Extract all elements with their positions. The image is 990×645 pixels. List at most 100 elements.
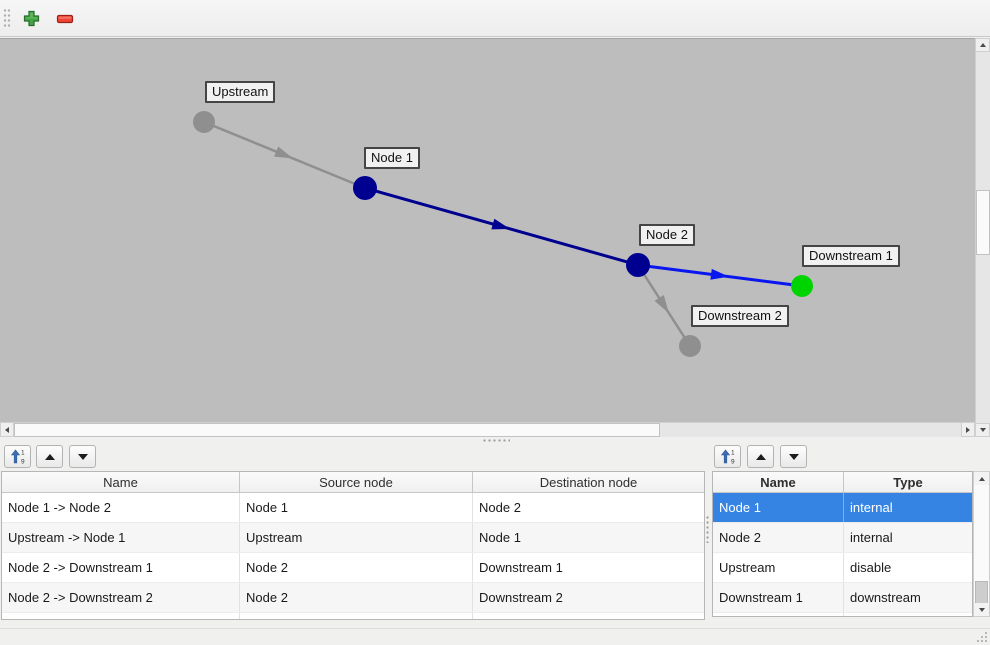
table-cell: downstream [850, 590, 921, 605]
table-row[interactable]: Upstream disable [713, 553, 972, 583]
table-row[interactable]: Downstream 1 downstream [713, 583, 972, 613]
graph-svg [193, 111, 813, 357]
plus-icon [23, 10, 39, 26]
nodes-move-up-button[interactable] [747, 445, 774, 468]
edge-arrowhead-icon [654, 294, 669, 314]
table-cell: Node 2 [713, 523, 844, 552]
splitter-grip-icon [706, 515, 709, 543]
sort-ascending-icon: 1 9 [720, 450, 735, 466]
table-cell: Node 2 -> Downstream 2 [2, 583, 240, 612]
column-header[interactable]: Name [2, 472, 240, 492]
edge-arrowhead-icon [491, 218, 511, 230]
graph-node[interactable] [353, 176, 377, 200]
empty-row [713, 613, 972, 616]
pane-splitter[interactable] [0, 437, 990, 443]
graph-node[interactable] [626, 253, 650, 277]
chevron-right-icon [966, 426, 970, 433]
scroll-left-button[interactable] [0, 422, 14, 437]
scroll-down-button[interactable] [974, 603, 989, 616]
node-label[interactable]: Downstream 1 [802, 245, 900, 267]
edge-arrowhead-icon [710, 268, 729, 280]
resize-grip[interactable] [976, 631, 987, 642]
svg-text:1: 1 [731, 450, 735, 457]
graph-edge[interactable] [637, 263, 803, 288]
table-cell: Node 2 [240, 583, 473, 612]
move-up-icon [44, 453, 55, 460]
column-header[interactable]: Source node [240, 472, 473, 492]
move-up-icon [755, 453, 766, 460]
table-cell: Node 1 [479, 530, 521, 545]
column-header[interactable]: Type [893, 474, 923, 490]
graph-node[interactable] [791, 275, 813, 297]
table-cell: Node 1 [240, 493, 473, 522]
empty-row [2, 613, 704, 619]
table-cell [473, 613, 704, 619]
toolbar-drag-handle[interactable] [3, 7, 11, 29]
table-cell: Node 1 -> Node 2 [2, 493, 240, 522]
remove-button[interactable] [52, 5, 78, 31]
splitter-grip-icon [482, 439, 510, 442]
scroll-up-button[interactable] [975, 38, 990, 52]
scroll-down-button[interactable] [975, 423, 990, 437]
column-header[interactable]: Name [713, 472, 844, 492]
node-label[interactable]: Node 2 [639, 224, 695, 246]
svg-text:1: 1 [21, 450, 25, 457]
main-toolbar [0, 0, 990, 37]
table-cell: Node 2 -> Downstream 1 [2, 553, 240, 582]
nodes-sort-button[interactable]: 1 9 [714, 445, 741, 468]
table-cell: Downstream 2 [479, 590, 563, 605]
table-cell [2, 613, 240, 619]
nodes-table-scrollbar[interactable] [973, 471, 990, 617]
move-down-icon [77, 453, 88, 460]
vertical-scrollbar-thumb[interactable] [976, 190, 990, 255]
graph-edge[interactable] [636, 264, 692, 347]
node-label[interactable]: Downstream 2 [691, 305, 789, 327]
add-button[interactable] [18, 5, 44, 31]
minus-icon [56, 14, 74, 23]
canvas-vertical-scrollbar[interactable] [975, 38, 990, 437]
chevron-up-icon [979, 43, 986, 47]
table-cell: Upstream [240, 523, 473, 552]
edges-move-up-button[interactable] [36, 445, 63, 468]
edges-move-down-button[interactable] [69, 445, 96, 468]
table-cell: internal [850, 530, 893, 545]
node-label[interactable]: Node 1 [364, 147, 420, 169]
status-bar [0, 628, 990, 645]
sort-ascending-icon: 1 9 [10, 450, 25, 465]
graph-edge[interactable] [364, 186, 639, 267]
horizontal-scrollbar-thumb[interactable] [14, 423, 660, 437]
graph-node[interactable] [679, 335, 701, 357]
edges-sort-button[interactable]: 1 9 [4, 445, 31, 468]
svg-text:9: 9 [731, 459, 735, 466]
nodes-move-down-button[interactable] [780, 445, 807, 468]
canvas-horizontal-scrollbar[interactable] [0, 422, 975, 437]
table-row[interactable]: Node 2 internal [713, 523, 972, 553]
table-cell: Node 1 [713, 493, 844, 522]
column-header[interactable]: Destination node [539, 474, 638, 490]
scroll-right-button[interactable] [961, 422, 975, 437]
table-cell: disable [850, 560, 892, 575]
graph-node[interactable] [193, 111, 215, 133]
move-down-icon [788, 453, 799, 460]
node-label[interactable]: Upstream [205, 81, 276, 103]
table-cell [844, 613, 972, 616]
graph-edge[interactable] [203, 120, 366, 190]
table-cell: Downstream 1 [713, 583, 844, 612]
table-cell [713, 613, 844, 616]
table-header: Name Type [713, 472, 972, 493]
table-cell: Upstream [713, 553, 844, 582]
table-cell: Upstream -> Node 1 [2, 523, 240, 552]
chevron-left-icon [5, 426, 9, 433]
table-cell: Downstream 1 [479, 560, 563, 575]
tables-splitter[interactable] [703, 471, 712, 620]
edge-arrowhead-icon [274, 146, 293, 159]
scroll-up-button[interactable] [974, 472, 989, 485]
